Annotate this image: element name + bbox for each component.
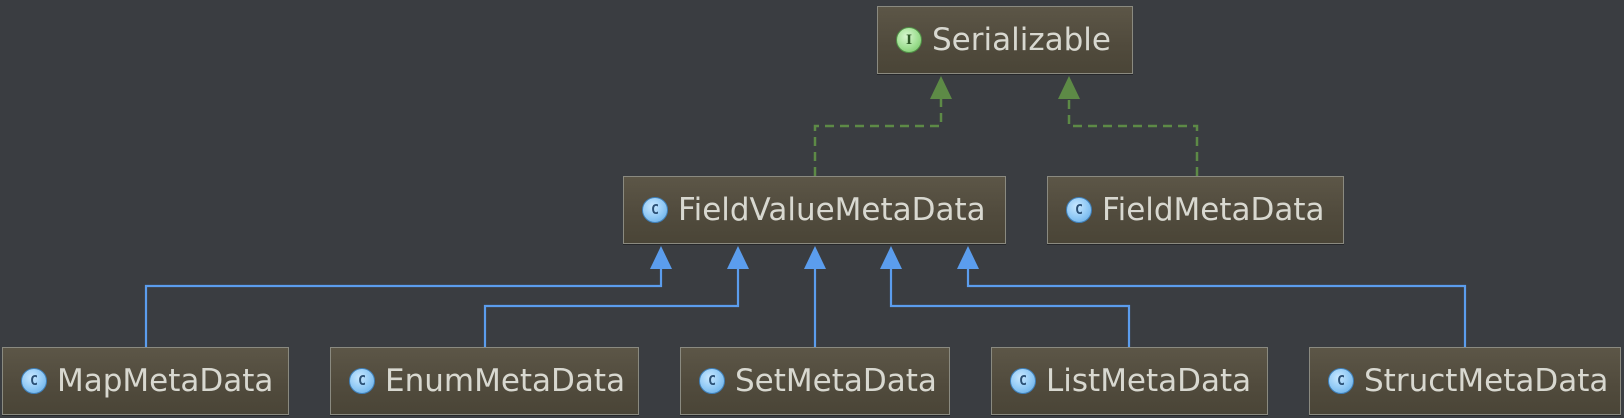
class-icon: C xyxy=(699,368,725,394)
arrowhead-fieldvaluemetadata-serializable xyxy=(930,76,952,99)
node-label-setmetadata: SetMetaData xyxy=(735,362,937,399)
arrowhead-listmetadata-fieldvaluemetadata xyxy=(880,246,902,269)
edge-fieldmetadata-implements-serializable xyxy=(1067,96,1199,176)
arrowhead-structmetadata-fieldvaluemetadata xyxy=(957,246,979,269)
edge-fieldvaluemetadata-implements-serializable xyxy=(813,96,943,176)
node-setmetadata[interactable]: C SetMetaData xyxy=(680,347,950,415)
class-icon: C xyxy=(1066,197,1092,223)
arrowhead-enummetadata-fieldvaluemetadata xyxy=(727,246,749,269)
node-label-listmetadata: ListMetaData xyxy=(1046,362,1252,399)
node-mapmetadata[interactable]: C MapMetaData xyxy=(2,347,289,415)
node-label-mapmetadata: MapMetaData xyxy=(57,362,274,399)
class-icon: C xyxy=(349,368,375,394)
node-fieldvaluemetadata[interactable]: C FieldValueMetaData xyxy=(623,176,1006,244)
edge-structmetadata-extends-fieldvaluemetadata xyxy=(966,266,1467,347)
class-icon: C xyxy=(1328,368,1354,394)
edge-enummetadata-extends-fieldvaluemetadata xyxy=(483,266,740,347)
interface-icon: I xyxy=(896,27,922,53)
arrowhead-fieldmetadata-serializable xyxy=(1058,76,1080,99)
node-serializable[interactable]: I Serializable xyxy=(877,6,1133,74)
node-label-enummetadata: EnumMetaData xyxy=(385,362,626,399)
node-fieldmetadata[interactable]: C FieldMetaData xyxy=(1047,176,1344,244)
class-icon: C xyxy=(21,368,47,394)
arrowhead-setmetadata-fieldvaluemetadata xyxy=(804,246,826,269)
node-listmetadata[interactable]: C ListMetaData xyxy=(991,347,1268,415)
arrowhead-mapmetadata-fieldvaluemetadata xyxy=(650,246,672,269)
class-icon: C xyxy=(1010,368,1036,394)
node-label-serializable: Serializable xyxy=(932,21,1111,58)
edge-listmetadata-extends-fieldvaluemetadata xyxy=(889,266,1131,347)
edge-mapmetadata-extends-fieldvaluemetadata xyxy=(144,266,663,347)
node-enummetadata[interactable]: C EnumMetaData xyxy=(330,347,639,415)
node-label-structmetadata: StructMetaData xyxy=(1364,362,1609,399)
class-icon: C xyxy=(642,197,668,223)
node-label-fieldvaluemetadata: FieldValueMetaData xyxy=(678,191,986,228)
node-structmetadata[interactable]: C StructMetaData xyxy=(1309,347,1621,415)
node-label-fieldmetadata: FieldMetaData xyxy=(1102,191,1325,228)
